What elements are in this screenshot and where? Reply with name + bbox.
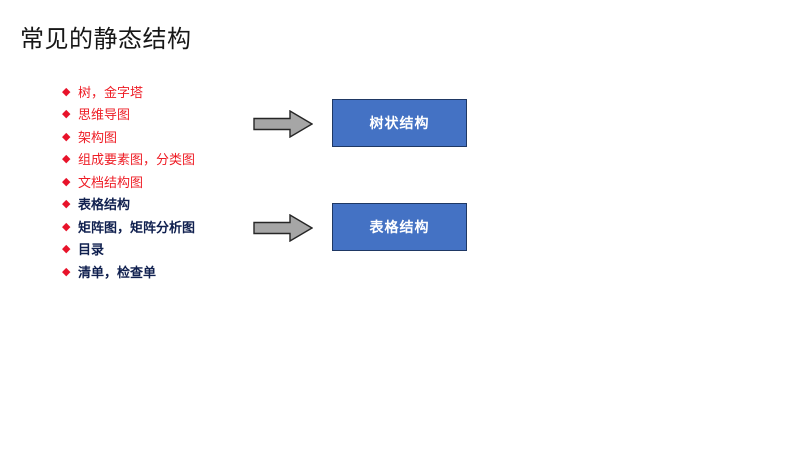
- list-item-label: 表格结构: [78, 197, 131, 213]
- right-arrow-icon: [253, 214, 313, 242]
- list-item[interactable]: ◆ 架构图: [62, 126, 272, 149]
- diamond-bullet-icon: ◆: [62, 198, 71, 211]
- diamond-bullet-icon: ◆: [62, 220, 71, 233]
- diamond-bullet-icon: ◆: [62, 130, 71, 143]
- list-item[interactable]: ◆ 组成要素图，分类图: [62, 149, 272, 172]
- table-structure-box-label: 表格结构: [369, 219, 430, 235]
- right-arrow-icon: [253, 110, 313, 138]
- list-item[interactable]: ◆ 文档结构图: [62, 171, 272, 194]
- tree-structure-box[interactable]: 树状结构: [332, 99, 467, 147]
- list-item-label: 矩阵图，矩阵分析图: [78, 219, 196, 235]
- list-item[interactable]: ◆ 树，金字塔: [62, 81, 272, 104]
- diamond-bullet-icon: ◆: [62, 175, 71, 188]
- list-item[interactable]: ◆ 目录: [62, 239, 272, 262]
- list-item-label: 树，金字塔: [78, 84, 144, 100]
- list-item[interactable]: ◆ 表格结构: [62, 194, 272, 217]
- page-title: 常见的静态结构: [20, 26, 192, 53]
- tree-structure-box-label: 树状结构: [369, 115, 430, 131]
- list-item-label: 清单，检查单: [78, 264, 157, 280]
- diamond-bullet-icon: ◆: [62, 265, 71, 278]
- bullet-list: ◆ 树，金字塔 ◆ 思维导图 ◆ 架构图 ◆ 组成要素图，分类图 ◆ 文档结构图…: [62, 81, 272, 284]
- list-item[interactable]: ◆ 矩阵图，矩阵分析图: [62, 216, 272, 239]
- diamond-bullet-icon: ◆: [62, 153, 71, 166]
- list-item-label: 思维导图: [78, 107, 131, 123]
- list-item-label: 目录: [78, 242, 105, 258]
- list-item[interactable]: ◆ 思维导图: [62, 104, 272, 127]
- diamond-bullet-icon: ◆: [62, 243, 71, 256]
- list-item-label: 架构图: [78, 129, 118, 145]
- list-item-label: 文档结构图: [78, 174, 144, 190]
- list-item[interactable]: ◆ 清单，检查单: [62, 261, 272, 284]
- diamond-bullet-icon: ◆: [62, 85, 71, 98]
- table-structure-box[interactable]: 表格结构: [332, 203, 467, 251]
- diamond-bullet-icon: ◆: [62, 108, 71, 121]
- list-item-label: 组成要素图，分类图: [78, 152, 196, 168]
